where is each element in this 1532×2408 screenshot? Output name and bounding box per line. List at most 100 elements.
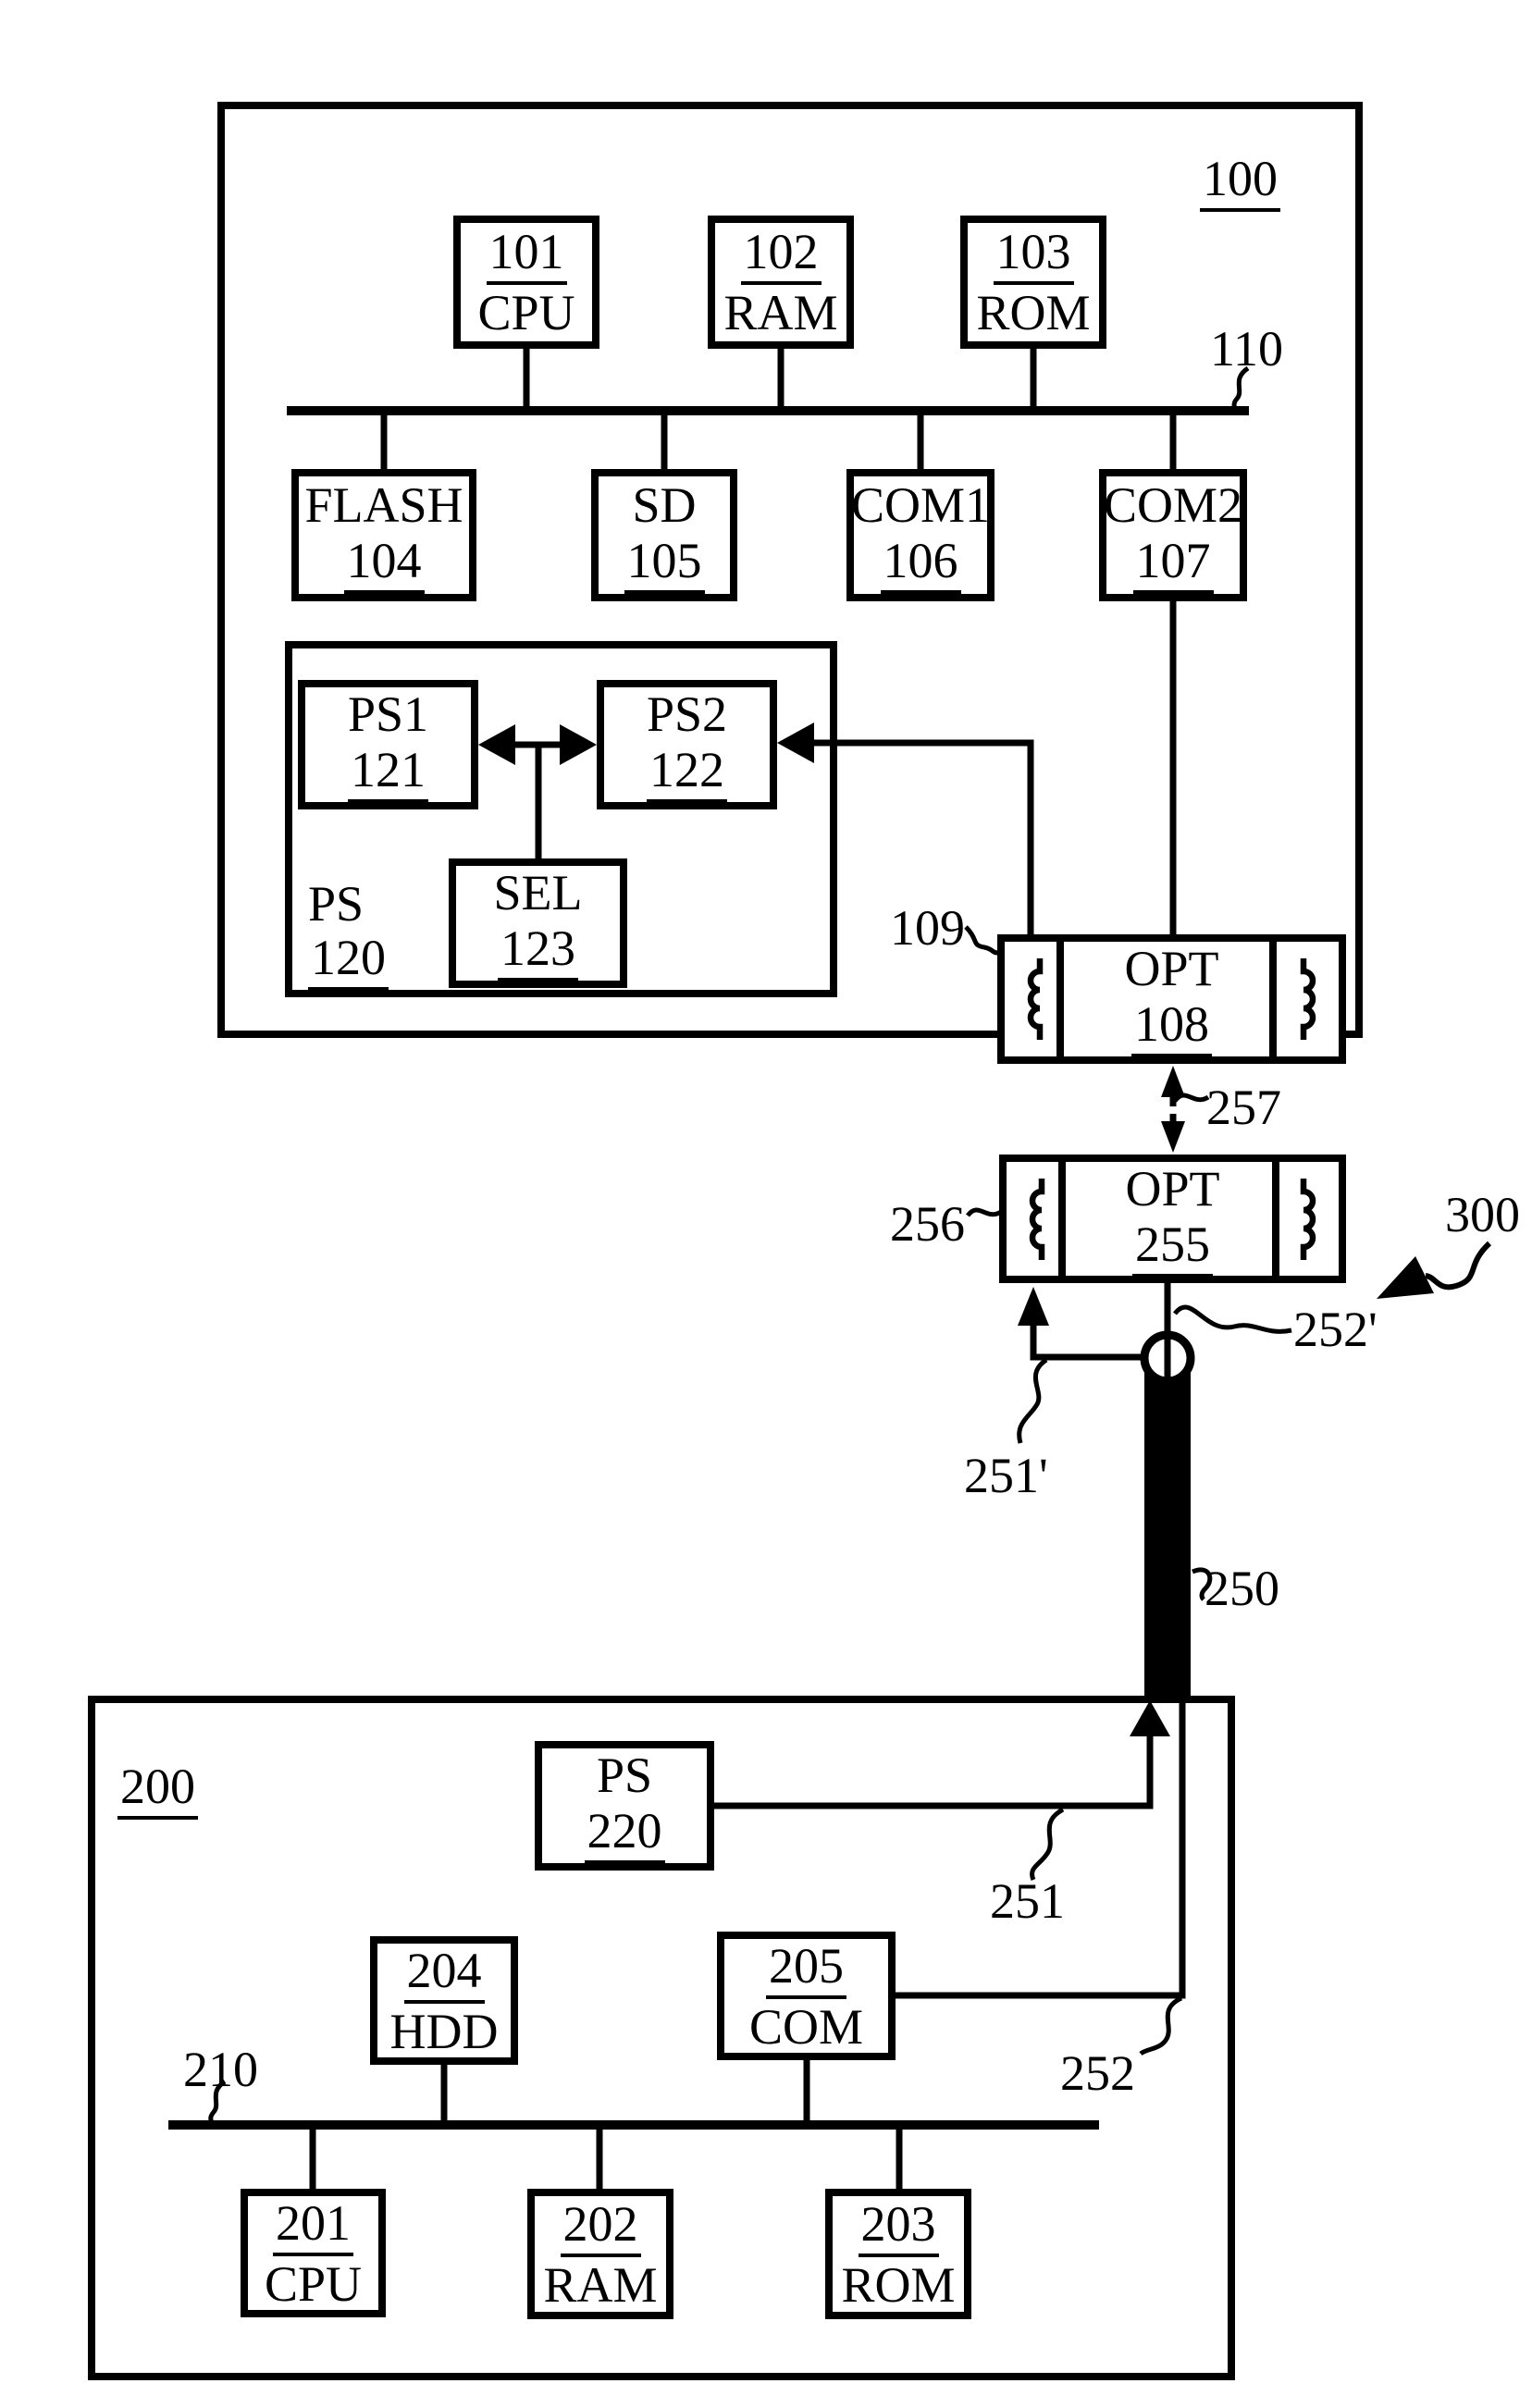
- cpu-101-ref: 101: [486, 224, 567, 285]
- com2-107-ref: 107: [1132, 533, 1214, 594]
- opt-108-left-coil-icon: [1027, 958, 1044, 1040]
- wire-opt255-left-lead: [1030, 1322, 1148, 1361]
- com-205-ref: 205: [766, 1938, 846, 1999]
- ram-102-label: RAM: [723, 285, 838, 340]
- device-200-ref-label: 200: [117, 1759, 198, 1820]
- leader-252-prime: [1173, 1304, 1292, 1334]
- rom-203-box: 203 ROM: [825, 2189, 971, 2319]
- sel-123-label: SEL: [493, 865, 583, 920]
- flash-104-box: FLASH 104: [291, 469, 476, 601]
- opt-255-box: OPT 255: [999, 1155, 1346, 1283]
- ps1-121-ref: 121: [348, 742, 428, 803]
- ps-120-group-outline: [285, 641, 837, 997]
- leader-252: [1139, 1995, 1183, 2056]
- opt-255-ref: 255: [1132, 1216, 1213, 1278]
- label-252: 252: [1060, 2045, 1135, 2101]
- leader-257: [1173, 1093, 1210, 1103]
- ram-102-ref: 102: [740, 224, 822, 285]
- cpu-201-label: CPU: [264, 2255, 363, 2312]
- cpu-101-box: 101 CPU: [453, 216, 599, 349]
- flash-104-ref: 104: [343, 533, 425, 594]
- arrowhead-300: [1377, 1256, 1434, 1299]
- arrowhead-into-ps2-left: [560, 724, 597, 765]
- device-100-ref-label: 100: [1200, 151, 1280, 212]
- ps-220-box: PS 220: [535, 1741, 714, 1871]
- arrowhead-257-down: [1161, 1121, 1185, 1153]
- leader-109: [964, 925, 998, 956]
- arrowhead-257-up: [1161, 1066, 1185, 1097]
- leader-256: [966, 1207, 1003, 1217]
- com1-106-ref: 106: [880, 533, 961, 594]
- ps2-122-ref: 122: [647, 742, 727, 803]
- arrowhead-into-ps2-right: [777, 722, 814, 763]
- opt-108-right-coil-icon: [1300, 958, 1316, 1040]
- ram-202-ref: 202: [560, 2196, 641, 2257]
- rom-103-box: 103 ROM: [960, 216, 1106, 349]
- bus-110-label: 110: [1210, 321, 1283, 377]
- leader-251-prime: [1017, 1357, 1048, 1444]
- wire-com205-cable-252: [892, 1696, 1186, 1999]
- ps1-121-label: PS1: [347, 686, 429, 742]
- opt-108-label: OPT: [1124, 941, 1219, 996]
- ps2-122-label: PS2: [646, 686, 728, 742]
- sd-105-box: SD 105: [591, 469, 737, 601]
- device-100-outline: [217, 102, 1363, 1038]
- opt-255-right-divider: [1272, 1162, 1279, 1276]
- hdd-204-ref: 204: [403, 1943, 485, 2004]
- ps-220-label: PS: [596, 1747, 653, 1803]
- cpu-201-ref: 201: [273, 2195, 353, 2256]
- opt-108-right-divider: [1269, 942, 1277, 1056]
- hdd-204-label: HDD: [389, 2003, 499, 2059]
- bus-210-label: 210: [183, 2042, 258, 2097]
- ram-202-box: 202 RAM: [527, 2189, 673, 2319]
- opt-255-left-coil-icon: [1029, 1179, 1045, 1260]
- ps2-122-box: PS2 122: [597, 680, 777, 809]
- leader-210: [208, 2079, 227, 2128]
- com-205-label: COM: [748, 1998, 864, 2055]
- ram-202-label: RAM: [543, 2256, 658, 2313]
- label-109: 109: [890, 900, 965, 956]
- device-200-ref-text: 200: [117, 1759, 198, 1820]
- com2-107-label: COM2: [1103, 476, 1243, 533]
- optical-cable-250: [1144, 1373, 1191, 1699]
- ps-120-group-label: PS 120: [308, 877, 389, 991]
- wire-ps220-cable-251: [710, 1733, 1154, 1809]
- ps-220-ref: 220: [584, 1803, 665, 1864]
- ps1-121-box: PS1 121: [298, 680, 478, 809]
- arrow-300-tail: [1425, 1241, 1492, 1290]
- opt-255-left-divider: [1058, 1162, 1066, 1276]
- label-251-prime: 251': [964, 1448, 1048, 1503]
- arrowhead-into-ps1: [478, 724, 515, 765]
- label-252-prime: 252': [1293, 1302, 1378, 1357]
- device-100-ref-text: 100: [1200, 151, 1280, 212]
- arrowhead-251prime-up: [1018, 1287, 1049, 1326]
- leader-251: [1030, 1807, 1065, 1881]
- cpu-101-label: CPU: [477, 285, 575, 340]
- sd-105-label: SD: [632, 476, 697, 533]
- leader-250: [1191, 1567, 1213, 1601]
- opt-108-box: OPT 108: [997, 934, 1346, 1064]
- opt-108-left-divider: [1056, 942, 1064, 1056]
- label-257: 257: [1206, 1080, 1281, 1135]
- label-256: 256: [890, 1196, 965, 1252]
- com-205-box: 205 COM: [717, 1932, 896, 2060]
- label-300: 300: [1445, 1187, 1520, 1242]
- hdd-204-box: 204 HDD: [370, 1936, 518, 2065]
- sel-123-ref: 123: [498, 920, 578, 982]
- leader-110: [1231, 365, 1250, 415]
- flash-104-label: FLASH: [304, 476, 463, 533]
- cpu-201-box: 201 CPU: [241, 2189, 386, 2317]
- com2-107-box: COM2 107: [1099, 469, 1247, 601]
- arrowhead-251-up: [1130, 1700, 1170, 1736]
- com1-106-label: COM1: [850, 476, 991, 533]
- wire-opt108-ps2: [810, 739, 1034, 938]
- device-200-outline: [88, 1696, 1235, 2380]
- com1-106-box: COM1 106: [846, 469, 995, 601]
- opt-255-right-coil-icon: [1300, 1179, 1316, 1260]
- label-251: 251: [990, 1873, 1065, 1929]
- label-250: 250: [1205, 1561, 1279, 1616]
- ram-102-box: 102 RAM: [708, 216, 854, 349]
